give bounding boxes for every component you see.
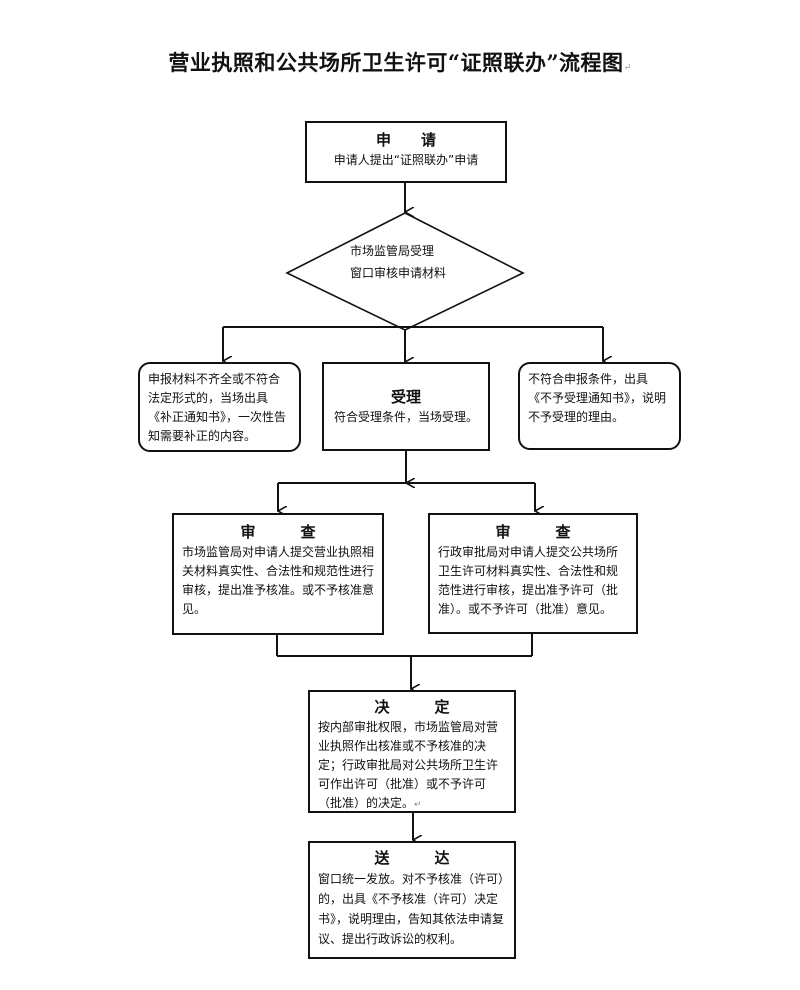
examine-admin-text: 行政审批局对申请人提交公共场所卫生许可材料真实性、合法性和规范性进行审核，提出准… [438,545,619,616]
flowchart-title: 营业执照和公共场所卫生许可“证照联办”流程图↵ [0,47,800,77]
review-line-2: 窗口审核申请材料 [350,266,447,280]
deliver-text: 窗口统一发放。对不予核准（许可）的，出具《不予核准（许可）决定书》，说明理由，告… [318,872,505,946]
paragraph-mark: ↵ [623,63,632,73]
examine-market-text: 市场监管局对申请人提交营业执照相关材料真实性、合法性和规范性进行审核，提出准予核… [182,545,375,616]
apply-box: 申 请 申请人提出“证照联办”申请 [305,121,507,183]
reject-box: 不符合申报条件，出具《不予受理通知书》，说明不予受理的理由。 [518,362,681,450]
accept-heading: 受理 [390,388,421,406]
supplement-box: 申报材料不齐全或不符合法定形式的，当场出具《补正通知书》，一次性告知需要补正的内… [138,362,301,452]
deliver-heading: 送 达 [374,849,450,867]
examine-market-box: 审 查 市场监管局对申请人提交营业执照相关材料真实性、合法性和规范性进行审核，提… [172,513,384,635]
apply-text: 申请人提出“证照联办”申请 [333,153,479,167]
examine-market-heading: 审 查 [240,523,316,541]
decide-text: 按内部审批权限，市场监管局对营业执照作出核准或不予核准的决定；行政审批局对公共场… [318,718,506,815]
accept-text: 符合受理条件，当场受理。 [333,410,478,424]
decide-heading: 决 定 [374,698,450,716]
review-window-text: 市场监管局受理 窗口审核申请材料 [350,240,446,284]
paragraph-mark: ↵ [414,800,422,810]
decide-text-content: 按内部审批权限，市场监管局对营业执照作出核准或不予核准的决定；行政审批局对公共场… [318,720,499,810]
examine-admin-box: 审 查 行政审批局对申请人提交公共场所卫生许可材料真实性、合法性和规范性进行审核… [428,513,638,634]
review-line-1: 市场监管局受理 [350,244,435,258]
deliver-box: 送 达 窗口统一发放。对不予核准（许可）的，出具《不予核准（许可）决定书》，说明… [308,841,516,959]
reject-text: 不符合申报条件，出具《不予受理通知书》，说明不予受理的理由。 [528,372,667,424]
supplement-text: 申报材料不齐全或不符合法定形式的，当场出具《补正通知书》，一次性告知需要补正的内… [148,372,287,443]
apply-heading: 申 请 [375,131,436,149]
accept-box: 受理 符合受理条件，当场受理。 [322,362,490,451]
decide-box: 决 定 按内部审批权限，市场监管局对营业执照作出核准或不予核准的决定；行政审批局… [308,690,516,813]
title-text: 营业执照和公共场所卫生许可“证照联办”流程图 [168,50,624,75]
examine-admin-heading: 审 查 [495,523,571,541]
